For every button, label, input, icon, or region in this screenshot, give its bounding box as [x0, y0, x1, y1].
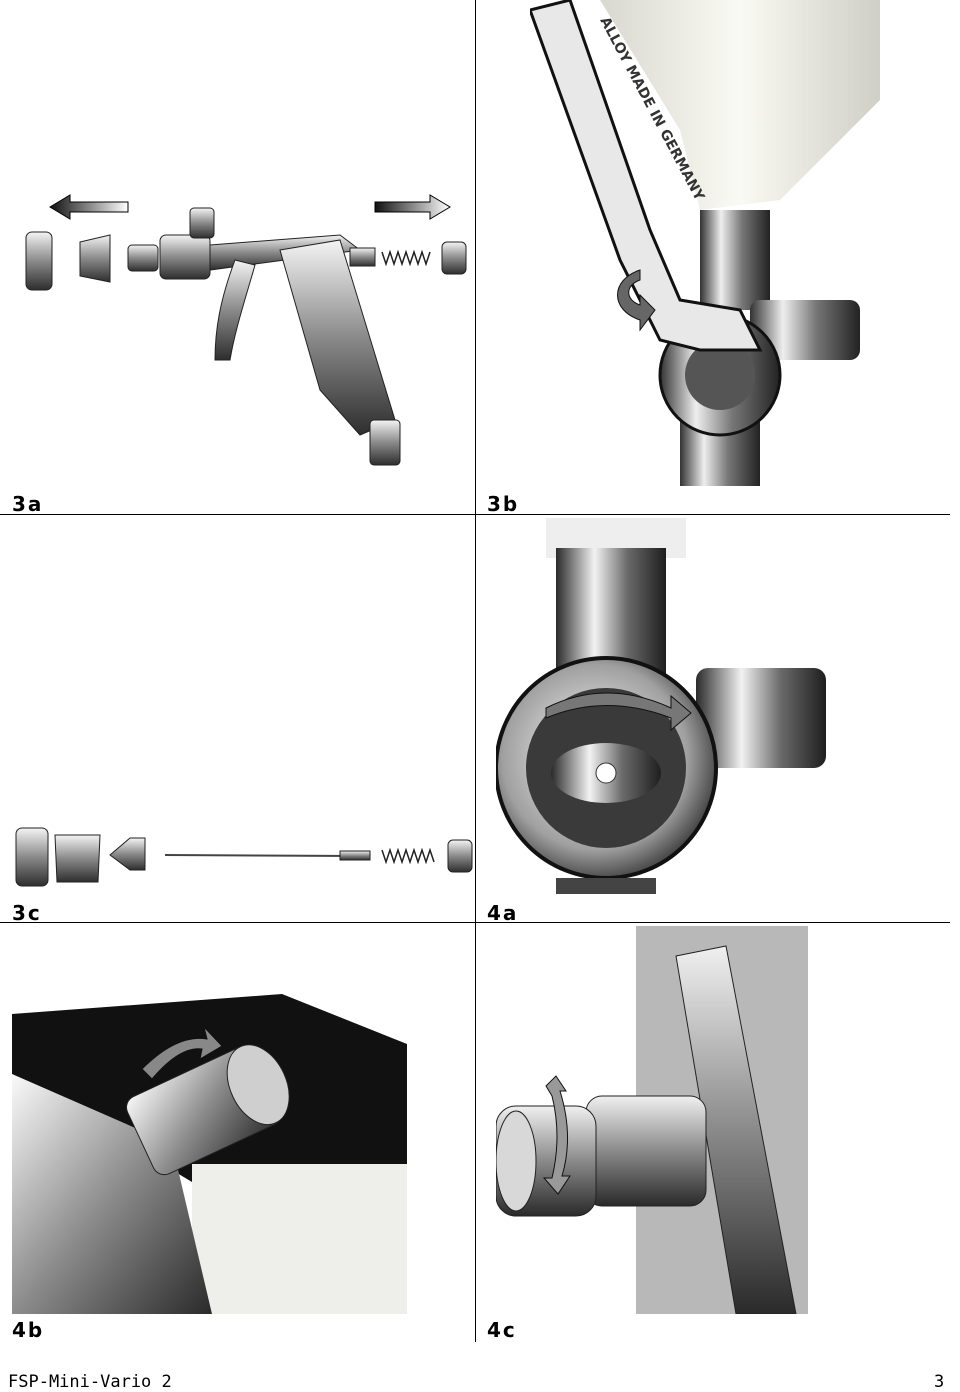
- figure-4c-image: [496, 926, 808, 1314]
- footer-page-number: 3: [934, 1372, 945, 1392]
- footer-product-name: FSP-Mini-Vario 2: [8, 1372, 172, 1392]
- divider-vertical-bottom: [475, 922, 476, 1342]
- figure-label-4a: 4a: [487, 901, 519, 925]
- figure-label-4c: 4c: [487, 1318, 517, 1342]
- figure-label-3a: 3a: [12, 492, 44, 516]
- figure-3c-image: [10, 820, 475, 900]
- figure-label-4b: 4b: [12, 1318, 45, 1342]
- figure-4b-image: [12, 994, 407, 1314]
- figure-4a-image: [496, 518, 826, 894]
- figure-label-3c: 3c: [12, 901, 42, 925]
- figure-3b-image: ALLOY MADE IN GERMANY: [530, 0, 880, 486]
- figure-label-3b: 3b: [487, 492, 520, 516]
- figure-3a-image: [10, 190, 470, 490]
- divider-vertical-top: [475, 0, 476, 514]
- divider-vertical-middle: [475, 514, 476, 922]
